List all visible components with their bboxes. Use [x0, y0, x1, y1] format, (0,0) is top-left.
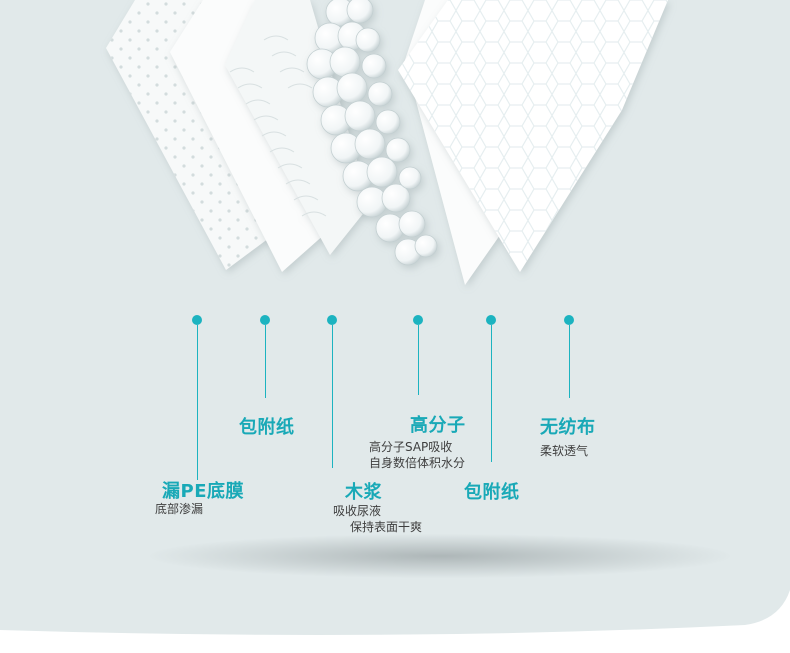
nonwoven-leader-line	[569, 325, 570, 398]
wood-pulp-pointer-dot	[327, 315, 337, 325]
sap-desc-1: 高分子SAP吸收	[369, 440, 453, 454]
nonwoven-pointer-dot	[564, 315, 574, 325]
wrap-tissue-2-title: 包附纸	[464, 482, 520, 503]
sap-desc-2: 自身数倍体积水分	[369, 456, 466, 470]
wrap-tissue-2-pointer-dot	[486, 315, 496, 325]
nonwoven-title: 无纺布	[540, 417, 596, 438]
sap-leader-line	[418, 325, 419, 395]
wrap-tissue-1-title: 包附纸	[239, 417, 295, 438]
sap-title: 高分子	[410, 415, 466, 436]
wood-pulp-leader-line	[332, 325, 333, 468]
wrap-tissue-1-pointer-dot	[260, 315, 270, 325]
pe-film-desc: 底部渗漏	[155, 502, 204, 516]
wrap-tissue-sheet-1	[170, 0, 335, 272]
wrap-tissue-2-leader-line	[491, 325, 492, 462]
ground-shadow	[150, 534, 730, 578]
pe-film-title: 漏PE底膜	[162, 481, 244, 502]
wood-pulp-desc-1: 吸收尿液	[333, 504, 382, 518]
wrap-tissue-1-leader-line	[265, 325, 266, 398]
wood-pulp-sheet	[225, 0, 370, 255]
wood-pulp-desc-2: 保持表面干爽	[350, 520, 423, 534]
sap-pointer-dot	[413, 315, 423, 325]
nonwoven-sheet	[398, 0, 668, 272]
sap-beads	[306, 0, 438, 266]
pe-film-leader-line	[197, 325, 198, 480]
wood-pulp-title: 木浆	[345, 482, 382, 503]
nonwoven-desc: 柔软透气	[540, 444, 589, 458]
pe-film-pointer-dot	[192, 315, 202, 325]
white-floor-panel	[0, 590, 790, 653]
